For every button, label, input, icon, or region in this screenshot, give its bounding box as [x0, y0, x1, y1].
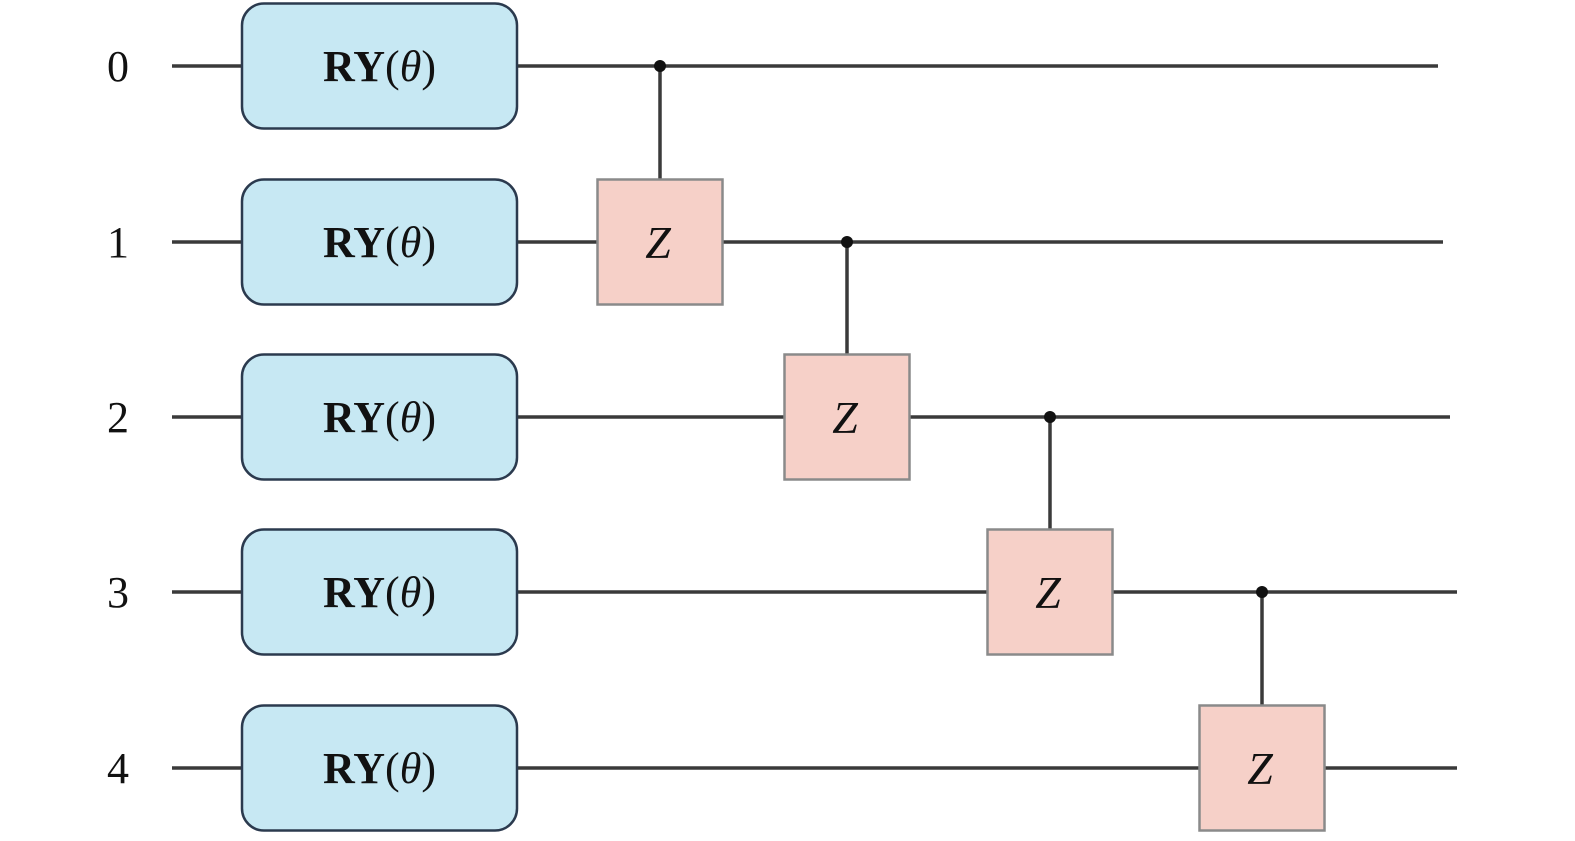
- paren-open: (: [385, 568, 400, 617]
- cz-gate-q1-q2: Z: [783, 236, 911, 481]
- z-gate-label: Z: [1035, 567, 1061, 618]
- paren-close: ): [421, 42, 436, 91]
- ry-gate-param: θ: [400, 393, 422, 442]
- paren-close: ): [421, 744, 436, 793]
- paren-open: (: [385, 744, 400, 793]
- ry-gate-param: θ: [400, 218, 422, 267]
- control-dot: [1256, 586, 1268, 598]
- ry-gate-box: [240, 2, 519, 130]
- qubit-labels-layer: 0 1 2 3 4: [107, 42, 129, 793]
- qubit-label-4: 4: [107, 744, 129, 793]
- ry-gate-name: RY: [323, 744, 385, 793]
- paren-open: (: [385, 218, 400, 267]
- ry-gate-label: RY(θ): [323, 393, 436, 442]
- ry-gate-box: [240, 704, 519, 832]
- ry-gate-name: RY: [323, 218, 385, 267]
- ry-gate-label: RY(θ): [323, 42, 436, 91]
- ry-gate-name: RY: [323, 393, 385, 442]
- ry-gate-param: θ: [400, 568, 422, 617]
- z-gate-label: Z: [645, 217, 671, 268]
- paren-open: (: [385, 42, 400, 91]
- paren-close: ): [421, 393, 436, 442]
- ry-gate-name: RY: [323, 568, 385, 617]
- qubit-label-1: 1: [107, 218, 129, 267]
- control-dot: [1044, 411, 1056, 423]
- z-gate-box: [986, 528, 1114, 656]
- z-gate-box: [1198, 704, 1326, 832]
- ry-gate-label: RY(θ): [323, 218, 436, 267]
- qubit-label-2: 2: [107, 393, 129, 442]
- ry-gate-label: RY(θ): [323, 568, 436, 617]
- ry-gate-name: RY: [323, 42, 385, 91]
- ry-gate-label: RY(θ): [323, 744, 436, 793]
- ry-gate-param: θ: [400, 42, 422, 91]
- cz-gate-q0-q1: Z: [596, 60, 724, 306]
- qubit-label-3: 3: [107, 568, 129, 617]
- ry-gate-box: [240, 178, 519, 306]
- control-dot: [841, 236, 853, 248]
- control-dot: [654, 60, 666, 72]
- ry-gate-box: [240, 353, 519, 481]
- ry-gate-q1: RY(θ): [240, 178, 519, 306]
- qubit-label-0: 0: [107, 42, 129, 91]
- z-gate-box: [783, 353, 911, 481]
- paren-close: ): [421, 568, 436, 617]
- ry-gate-param: θ: [400, 744, 422, 793]
- paren-close: ): [421, 218, 436, 267]
- ry-gate-q4: RY(θ): [240, 704, 519, 832]
- z-gate-box: [596, 178, 724, 306]
- z-gate-label: Z: [832, 392, 858, 443]
- cz-gate-q2-q3: Z: [986, 411, 1114, 656]
- ry-gate-q2: RY(θ): [240, 353, 519, 481]
- paren-open: (: [385, 393, 400, 442]
- ry-gate-q0: RY(θ): [240, 2, 519, 130]
- cz-gate-q3-q4: Z: [1198, 586, 1326, 832]
- ry-gate-q3: RY(θ): [240, 528, 519, 656]
- ry-gate-box: [240, 528, 519, 656]
- control-lines-layer: [658, 66, 1264, 706]
- z-gate-label: Z: [1247, 743, 1273, 794]
